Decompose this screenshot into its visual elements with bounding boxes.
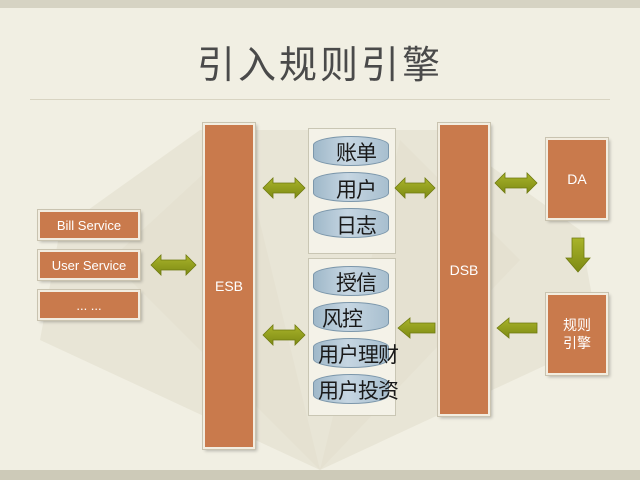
label-risk: 风控: [322, 307, 363, 331]
label-investment: 用户投资: [318, 379, 399, 403]
user-service-box: User Service: [38, 250, 140, 280]
top-border-strip: [0, 0, 640, 8]
arrow-dsb-to-bottomstack: [397, 317, 436, 339]
double-arrow-esb-topstack: [262, 177, 306, 199]
cylinder-credit: [313, 266, 389, 296]
label-wealth: 用户理财: [318, 343, 399, 367]
bill-service-box: Bill Service: [38, 210, 140, 240]
double-arrow-topstack-dsb: [394, 177, 436, 199]
double-arrow-services-esb: [150, 254, 197, 276]
bottom-border-strip: [0, 470, 640, 480]
double-arrow-dsb-da: [494, 172, 538, 194]
cylinder-risk: [313, 302, 389, 332]
rule-engine-box: 规则 引擎: [546, 293, 608, 375]
title-divider: [30, 99, 610, 100]
dsb-bus: DSB: [438, 123, 490, 416]
esb-bus: ESB: [203, 123, 255, 449]
da-box: DA: [546, 138, 608, 220]
double-arrow-esb-bottomstack: [262, 324, 306, 346]
label-user: 用户: [336, 178, 377, 202]
cylinder-investment: [313, 374, 389, 404]
cylinder-log: [313, 208, 389, 238]
arrow-da-to-rule-engine: [565, 237, 591, 273]
cylinder-user: [313, 172, 389, 202]
arrow-rule-engine-to-dsb: [496, 317, 538, 339]
cylinder-wealth: [313, 338, 389, 368]
cylinder-bill: [313, 136, 389, 166]
label-bill: 账单: [336, 141, 377, 165]
label-credit: 授信: [336, 271, 377, 295]
more-services-box: ... ...: [38, 290, 140, 320]
slide-title: 引入规则引擎: [196, 43, 443, 87]
label-log: 日志: [336, 214, 377, 238]
